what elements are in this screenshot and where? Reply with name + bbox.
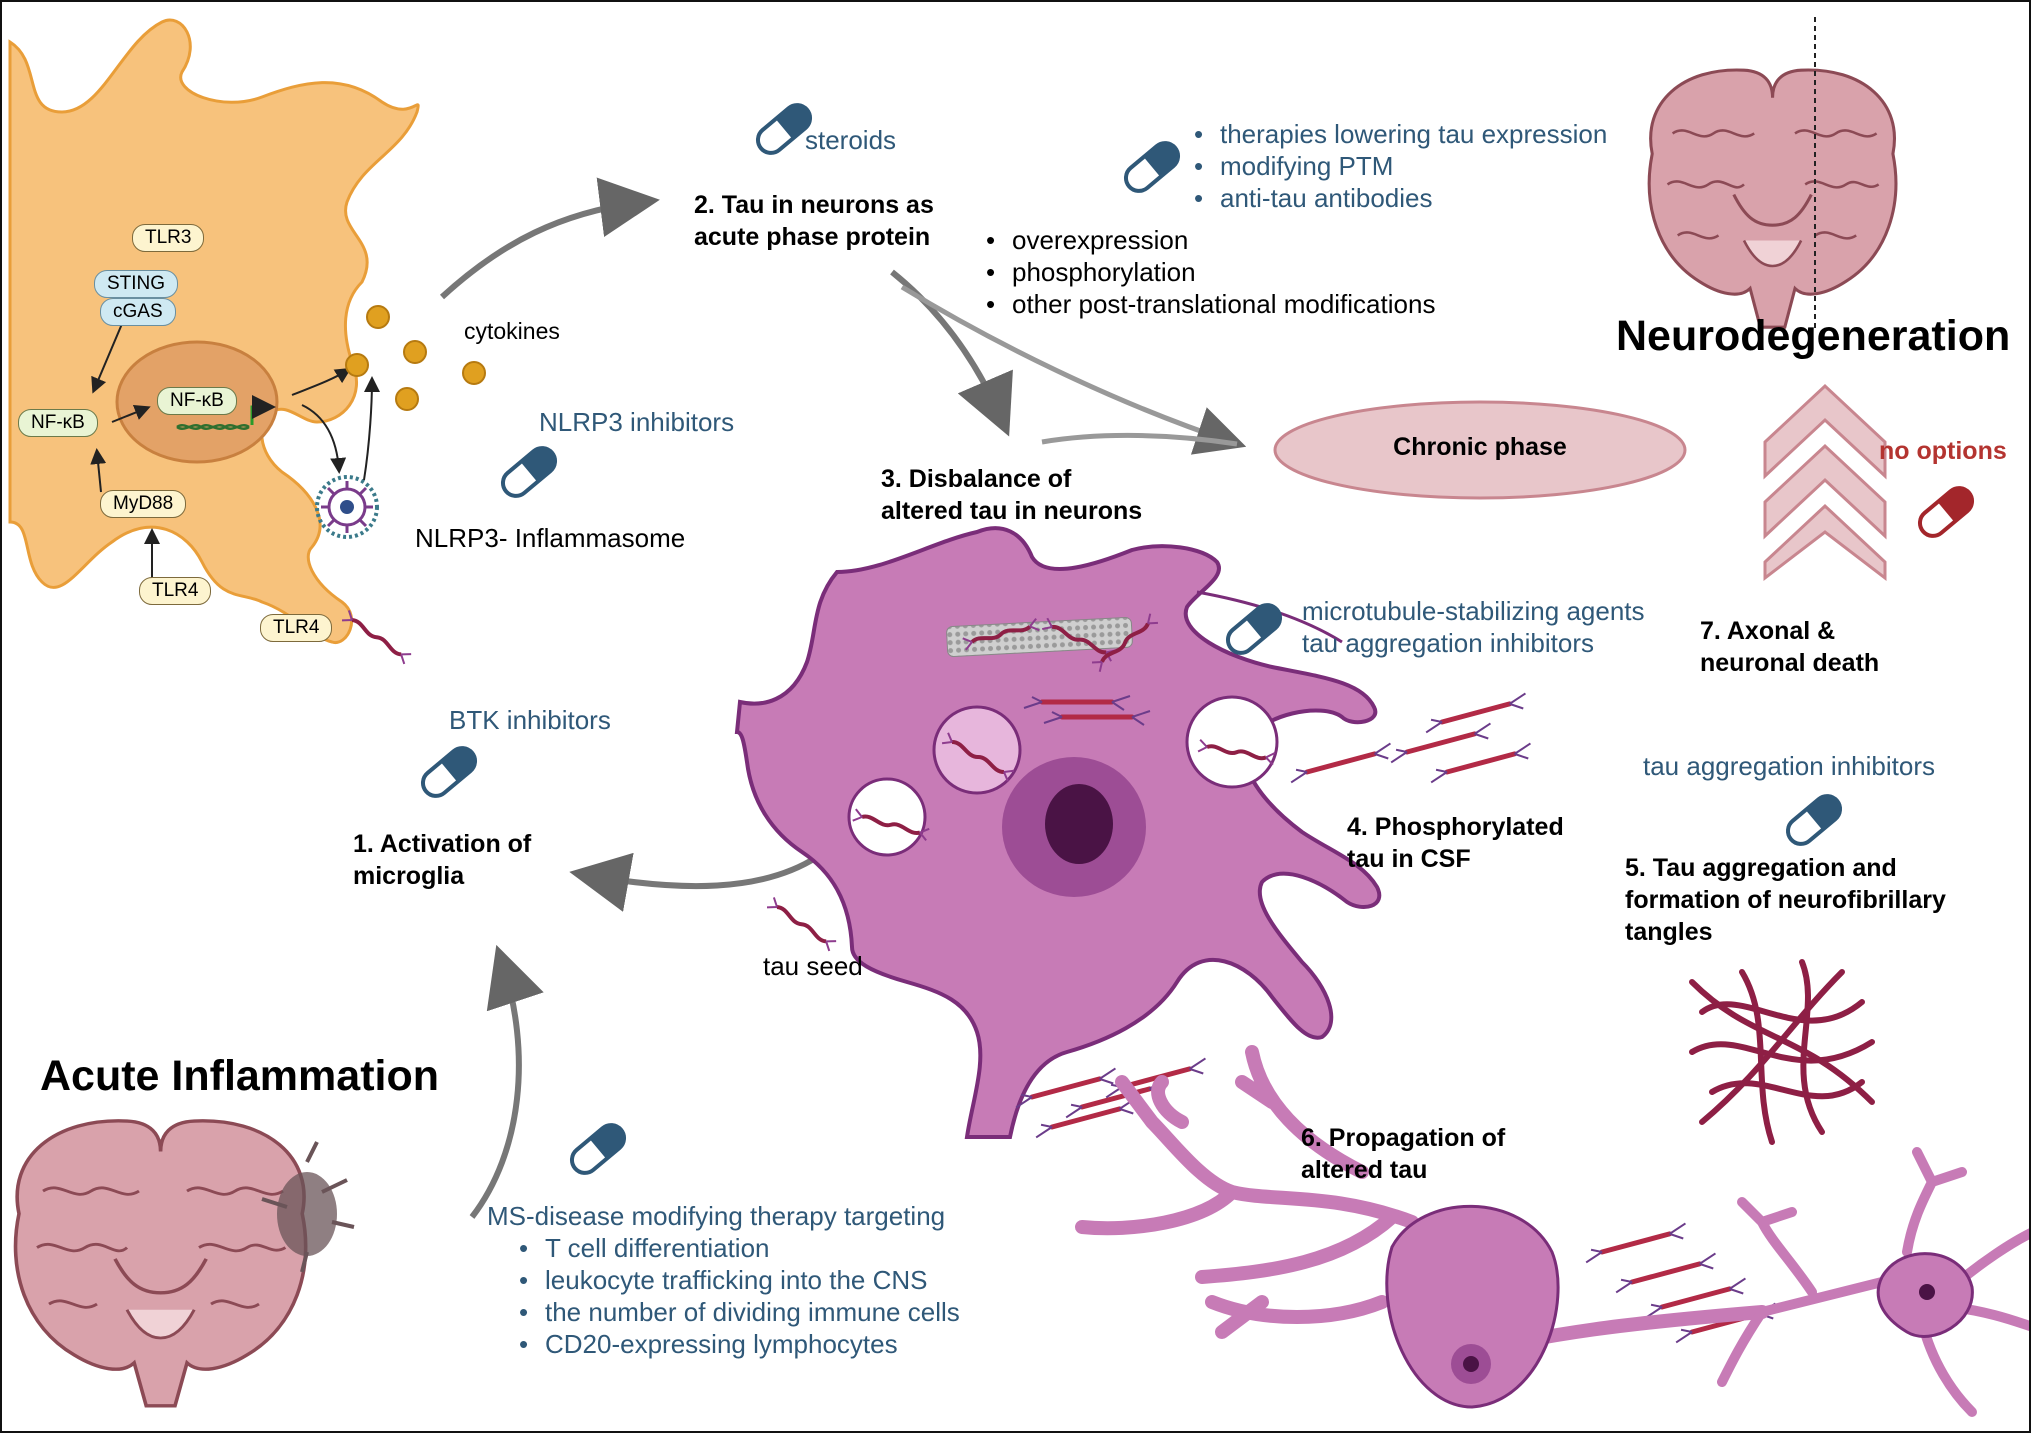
- sting-label: STING: [94, 270, 179, 298]
- pill-icon-ms-therapy: [564, 1117, 632, 1181]
- neurofibrillary-tangle: [1689, 959, 1875, 1145]
- microtubule-therapy-item: microtubule-stabilizing agents: [1302, 596, 1645, 626]
- step-7-label: 7. Axonal & neuronal death: [1700, 615, 1879, 679]
- step-5-line: formation of neurofibrillary: [1625, 886, 1946, 914]
- tlr4-outer-label: TLR4: [260, 614, 333, 642]
- arrow-to-inflammasome: [301, 404, 347, 474]
- bottom-neuron-2: [1717, 1147, 2029, 1417]
- arrow-myd88-to-nfkb: [90, 448, 107, 493]
- tlr3-label: TLR3: [132, 224, 205, 252]
- arrow-step3-to-chronic: [1041, 432, 1238, 447]
- step-7-line: 7. Axonal &: [1700, 617, 1836, 645]
- tau-seed-label: tau seed: [763, 951, 863, 981]
- tau-change-item: phosphorylation: [982, 256, 1435, 288]
- step-2-label: 2. Tau in neurons as acute phase protein: [694, 189, 934, 253]
- bottom-neuron-1: [1075, 1045, 1769, 1409]
- cytokine-dots: [345, 305, 486, 411]
- steroids-therapy: steroids: [805, 125, 897, 155]
- pill-icon-no-options: [1912, 480, 1980, 544]
- dna-icon: [176, 424, 250, 430]
- arrow-nfkb-to-nucleus: [111, 405, 151, 423]
- ms-therapy-item: the number of dividing immune cells: [515, 1296, 960, 1328]
- tau-changes-list: overexpression phosphorylation other pos…: [982, 224, 1435, 320]
- step-3-label: 3. Disbalance of altered tau in neurons: [881, 463, 1142, 527]
- microtubule-therapies: microtubule-stabilizing agents tau aggre…: [1302, 595, 1645, 659]
- no-options-label: no options: [1879, 437, 2007, 465]
- step-7-line: neuronal death: [1700, 649, 1880, 677]
- step-3-line: altered tau in neurons: [881, 497, 1143, 525]
- arrow-step2-to-step3: [890, 269, 1013, 437]
- tau-therapy-item: modifying PTM: [1190, 150, 1607, 182]
- tau-change-item: overexpression: [982, 224, 1435, 256]
- lesion-icon: [261, 1141, 355, 1273]
- step-6-line: 6. Propagation of: [1301, 1124, 1506, 1152]
- chronic-phase-ellipse: [1273, 400, 1687, 500]
- step-2-line: 2. Tau in neurons as: [694, 191, 934, 219]
- microtubule: [946, 616, 1133, 657]
- inflammasome-label: NLRP3- Inflammasome: [415, 523, 686, 553]
- tau-near-tlr4: [340, 608, 414, 666]
- tau-aggregation-therapy: tau aggregation inhibitors: [1643, 751, 1935, 781]
- tau-change-item: other post-translational modifications: [982, 288, 1435, 320]
- step-2-line: acute phase protein: [694, 223, 931, 251]
- tlr4-inner-label: TLR4: [139, 577, 212, 605]
- ms-therapy-item: CD20-expressing lymphocytes: [515, 1328, 960, 1360]
- arrow-nucleus-out: [291, 367, 352, 396]
- neuron-nucleus-inner: [1045, 784, 1113, 864]
- neuron-vacuole-3: [1185, 695, 1279, 789]
- ms-therapy-list: T cell differentiation leukocyte traffic…: [515, 1232, 960, 1360]
- step-6-line: altered tau: [1301, 1156, 1428, 1184]
- nfkb-nucleus-label: NF-κB: [157, 387, 237, 415]
- arrow-cytokines-to-tau: [439, 177, 660, 300]
- step-4-label: 4. Phosphorylated tau in CSF: [1347, 811, 1564, 875]
- step-4-line: 4. Phosphorylated: [1347, 813, 1564, 841]
- microglia-cell: [8, 18, 420, 644]
- progression-chevrons: [1763, 383, 1887, 582]
- step-1-line: 1. Activation of: [353, 830, 532, 858]
- pill-icon-microtubule: [1220, 597, 1288, 661]
- arrow-inflammasome-to-cytokine: [363, 376, 380, 481]
- pill-icon-tau-aggregation: [1780, 788, 1848, 852]
- ms-therapy-item: T cell differentiation: [515, 1232, 960, 1264]
- step-1-label: 1. Activation of microglia: [353, 828, 531, 892]
- microtubule-therapy-item: tau aggregation inhibitors: [1302, 628, 1594, 658]
- ms-therapy-item: leukocyte trafficking into the CNS: [515, 1264, 960, 1296]
- pill-icon-tau-therapies: [1118, 135, 1186, 199]
- step-3-line: 3. Disbalance of: [881, 465, 1072, 493]
- arrow-neuron-to-step1: [569, 852, 819, 912]
- nlrp3-therapy: NLRP3 inhibitors: [539, 407, 735, 437]
- step-5-line: tangles: [1625, 918, 1713, 946]
- tau-seed-icon: [765, 895, 839, 953]
- step-4-line: tau in CSF: [1347, 845, 1471, 873]
- cgas-label: cGAS: [100, 298, 176, 326]
- pill-icon-nlrp3: [495, 440, 563, 504]
- step-5-line: 5. Tau aggregation and: [1625, 854, 1897, 882]
- tau-therapy-item: anti-tau antibodies: [1190, 182, 1607, 214]
- tau-therapies-list: therapies lowering tau expression modify…: [1190, 118, 1607, 214]
- chronic-phase-label: Chronic phase: [1393, 433, 1567, 461]
- acute-inflammation-heading: Acute Inflammation: [40, 1052, 439, 1100]
- transcription-arrow: [250, 395, 276, 425]
- nfkb-left-label: NF-κB: [18, 409, 98, 437]
- pill-icon-btk: [415, 740, 483, 804]
- step-6-label: 6. Propagation of altered tau: [1301, 1122, 1505, 1186]
- btk-therapy: BTK inhibitors: [449, 705, 611, 735]
- myd88-label: MyD88: [100, 490, 187, 518]
- arrow-acute-to-step1: [469, 944, 544, 1219]
- inflammasome-icon: [315, 475, 379, 539]
- step-5-label: 5. Tau aggregation and formation of neur…: [1625, 852, 1946, 948]
- ms-therapy-heading: MS-disease modifying therapy targeting: [487, 1201, 946, 1231]
- arrow-step2-to-chronic: [900, 284, 1247, 455]
- neuron-vacuole-2: [847, 777, 927, 857]
- tau-therapy-item: therapies lowering tau expression: [1190, 118, 1607, 150]
- neurodegeneration-brain: [1647, 68, 1898, 329]
- cytokines-label: cytokines: [464, 318, 560, 344]
- acute-inflammation-brain: [13, 1119, 308, 1408]
- neurodegeneration-heading: Neurodegeneration: [1616, 312, 2011, 360]
- step-1-line: microglia: [353, 862, 465, 890]
